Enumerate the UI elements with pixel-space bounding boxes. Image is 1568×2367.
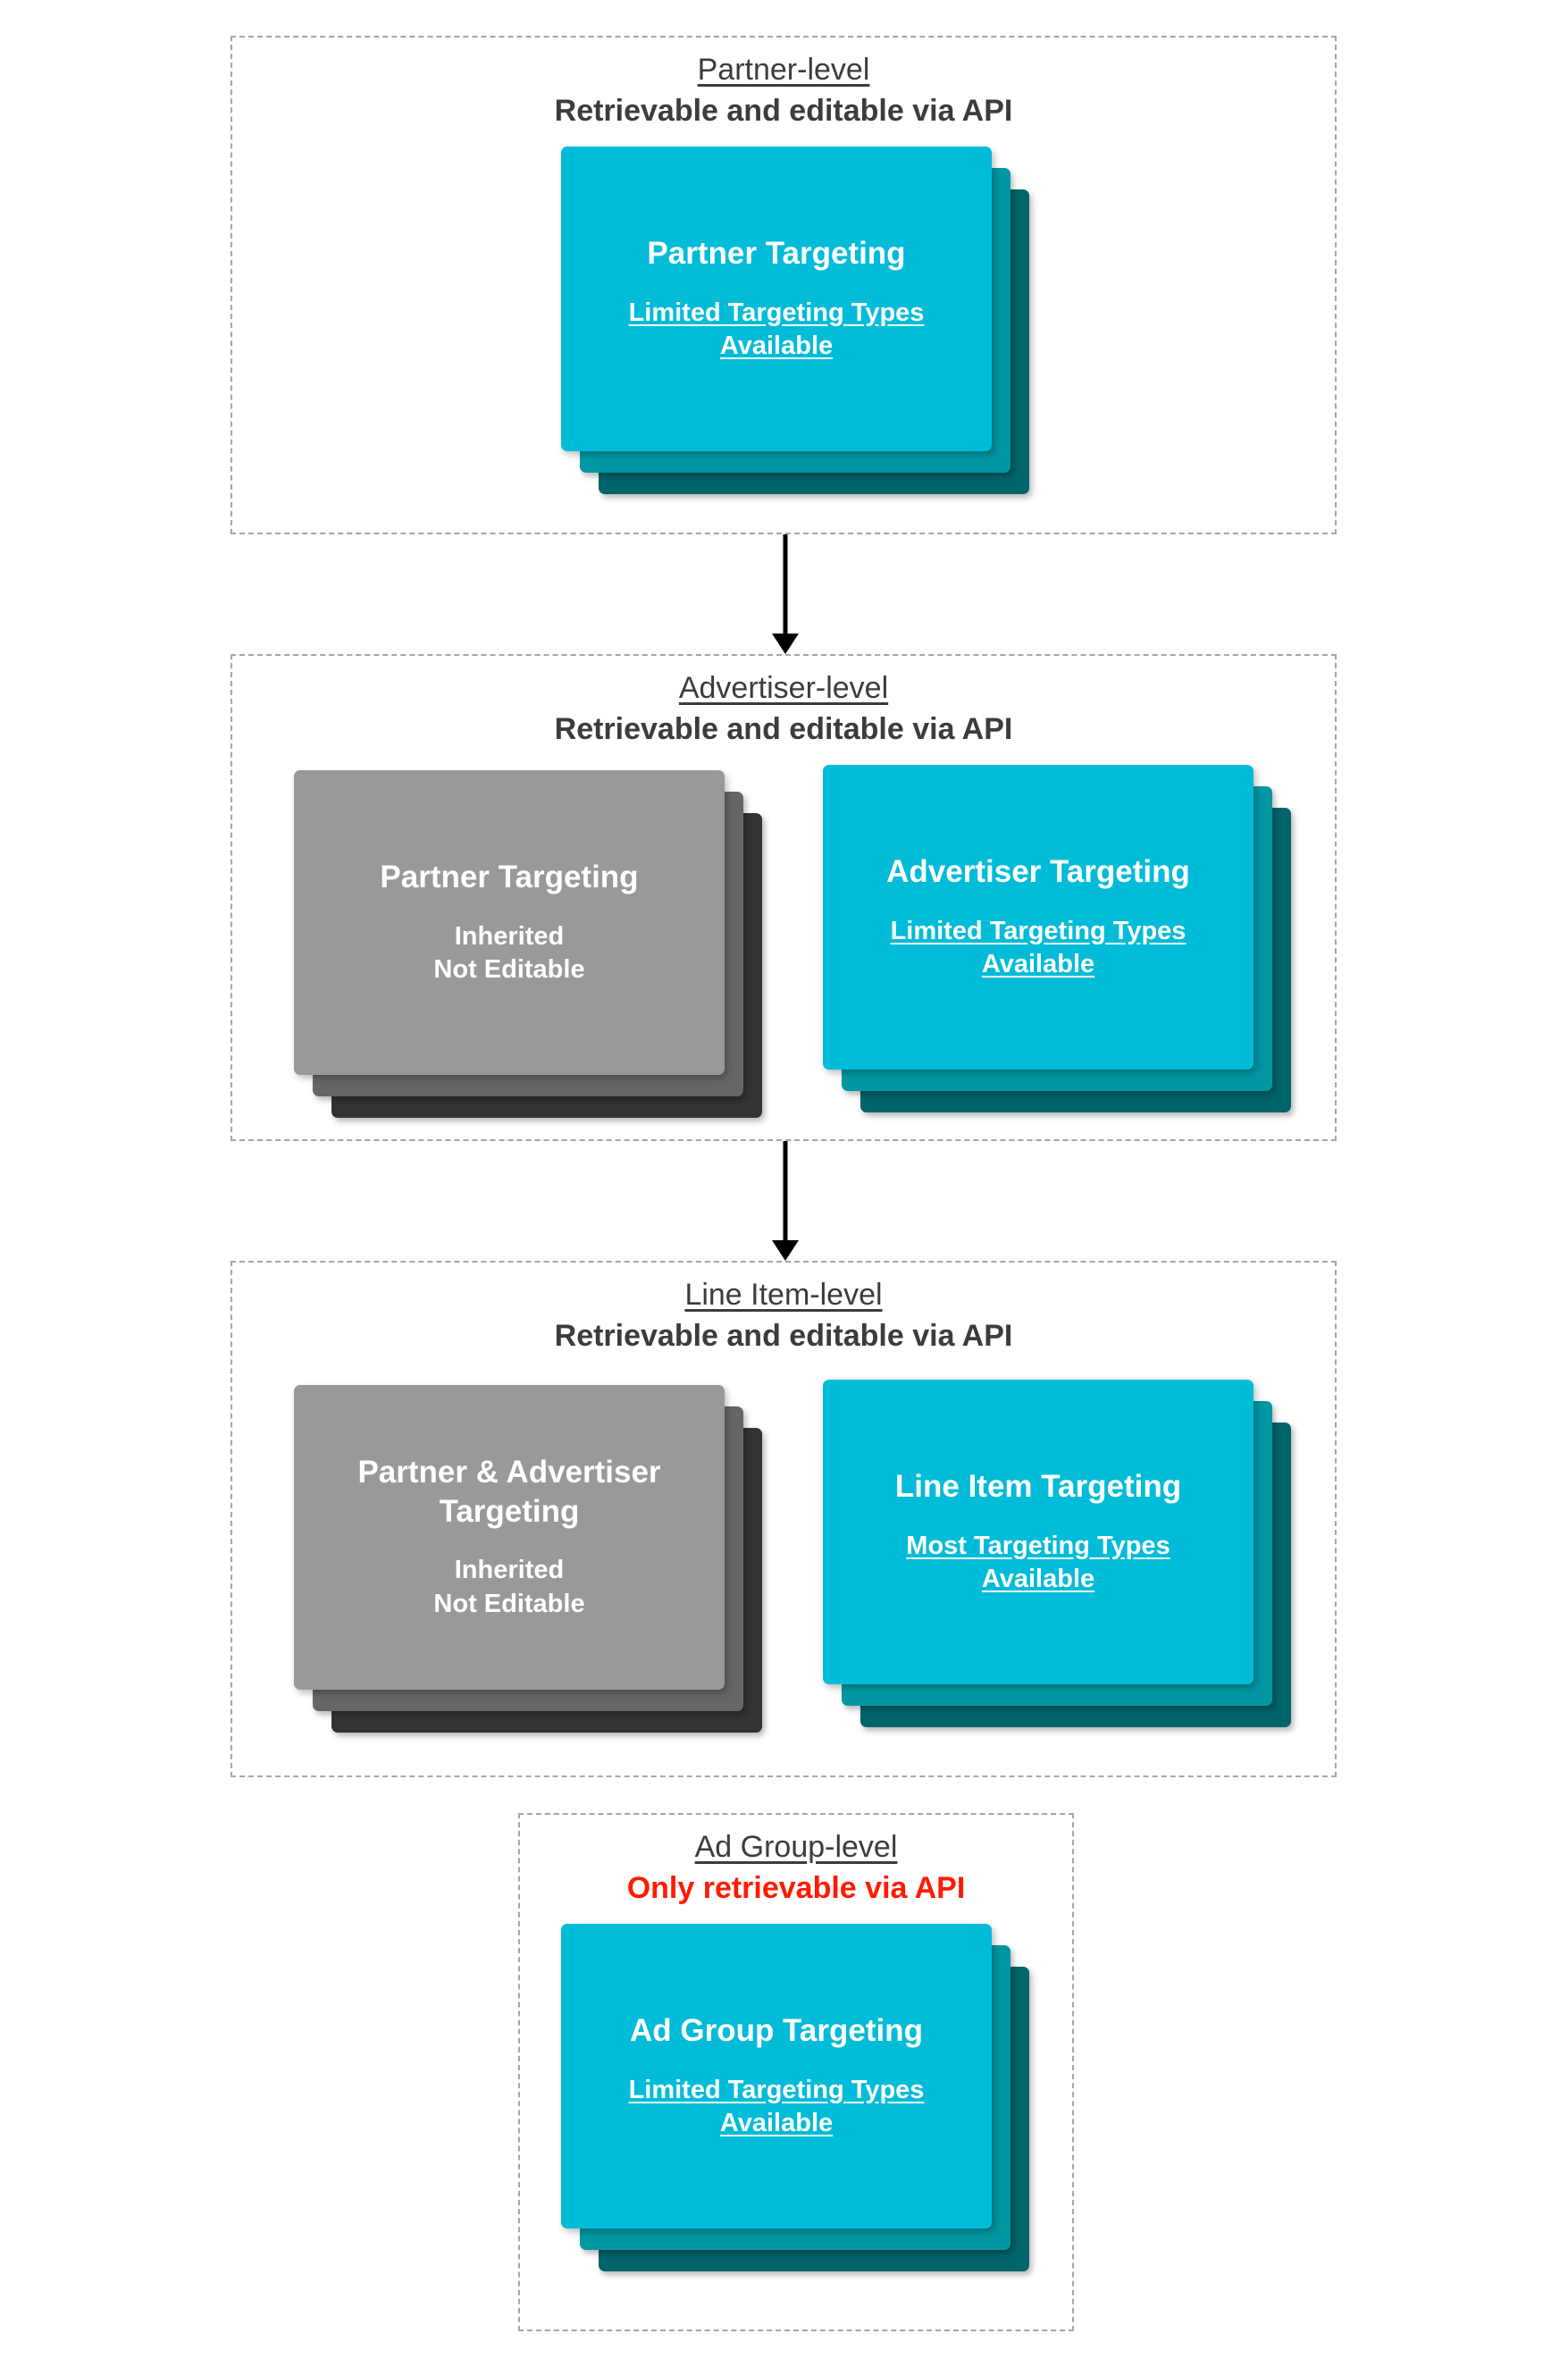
card-subtitle: Limited Targeting Types Available [628,298,925,361]
card-title: Ad Group Targeting [630,2013,923,2049]
card-stack-partner-inherited: Partner Targeting Inherited Not Editable [294,770,767,1121]
card-subtitle: Inherited Not Editable [433,1556,585,1618]
card-title: Advertiser Targeting [886,854,1190,890]
level-header-partner: Partner-level Retrievable and editable v… [232,52,1335,130]
level-box-partner: Partner-level Retrievable and editable v… [231,36,1337,534]
level-name-advertiser: Advertiser-level [678,671,889,705]
level-box-advertiser: Advertiser-level Retrievable and editabl… [231,654,1337,1141]
level-header-ad-group: Ad Group-level Only retrievable via API [520,1829,1072,1908]
level-access-line-item: Retrievable and editable via API [554,1319,1013,1354]
card-stack-ad-group-targeting: Ad Group Targeting Limited Targeting Typ… [561,1924,1035,2274]
card-advertiser-targeting[interactable]: Advertiser Targeting Limited Targeting T… [823,765,1254,1070]
level-name-line-item: Line Item-level [684,1278,883,1312]
level-box-line-item: Line Item-level Retrievable and editable… [231,1261,1337,1777]
card-subtitle: Limited Targeting Types Available [890,916,1186,979]
level-name-partner: Partner-level [697,53,870,87]
level-name-ad-group: Ad Group-level [694,1830,898,1864]
card-partner-advertiser-targeting-inherited[interactable]: Partner & Advertiser Targeting Inherited… [294,1385,725,1690]
connector-advertiser-to-line-item [770,1141,801,1261]
card-title: Partner Targeting [380,860,639,895]
connector-shaft [783,534,788,634]
card-stack-partner-targeting: Partner Targeting Limited Targeting Type… [561,147,1035,497]
card-subtitle: Limited Targeting Types Available [628,2075,925,2138]
card-stack-line-item-targeting: Line Item Targeting Most Targeting Types… [823,1380,1296,1737]
card-stack-advertiser-targeting: Advertiser Targeting Limited Targeting T… [823,765,1296,1115]
card-subtitle: Inherited Not Editable [433,921,585,985]
card-partner-targeting[interactable]: Partner Targeting Limited Targeting Type… [561,147,992,451]
card-subtitle: Most Targeting Types Available [906,1531,1170,1594]
card-partner-targeting-inherited[interactable]: Partner Targeting Inherited Not Editable [294,770,725,1075]
card-title: Line Item Targeting [894,1469,1182,1505]
level-access-partner: Retrievable and editable via API [554,94,1013,129]
level-header-advertiser: Advertiser-level Retrievable and editabl… [232,670,1335,749]
connector-arrowhead [772,634,799,654]
card-title: Partner & Advertiser Targeting [357,1455,661,1529]
connector-partner-to-advertiser [770,534,801,654]
card-title: Partner Targeting [647,236,906,272]
level-box-ad-group: Ad Group-level Only retrievable via API … [518,1813,1074,2331]
card-stack-partner-advertiser-inherited: Partner & Advertiser Targeting Inherited… [294,1385,767,1742]
level-access-advertiser: Retrievable and editable via API [554,712,1013,747]
connector-arrowhead [772,1240,799,1261]
connector-shaft [783,1141,788,1241]
card-line-item-targeting[interactable]: Line Item Targeting Most Targeting Types… [823,1380,1254,1684]
card-ad-group-targeting[interactable]: Ad Group Targeting Limited Targeting Typ… [561,1924,992,2229]
level-header-line-item: Line Item-level Retrievable and editable… [232,1277,1335,1356]
level-access-ad-group: Only retrievable via API [626,1871,966,1906]
